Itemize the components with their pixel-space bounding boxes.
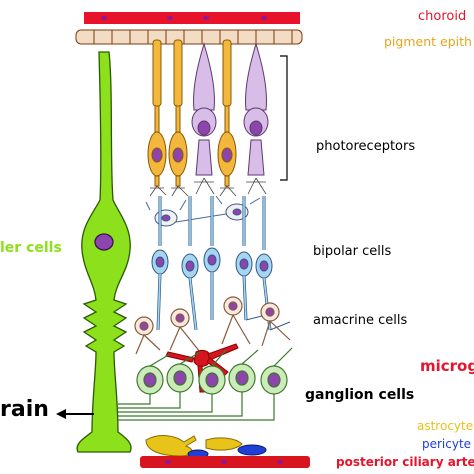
label-pericytes: pericyte	[422, 437, 472, 451]
rod-cell	[168, 39, 188, 187]
label-microglia: microg	[420, 357, 474, 375]
photoreceptor-terminals	[149, 177, 267, 197]
optic-nerve-fibers	[118, 392, 275, 421]
photoreceptors	[147, 39, 269, 197]
label-amacrine-cells: amacrine cells	[313, 313, 408, 328]
label-muller-cells: ler cells	[0, 240, 62, 256]
label-photoreceptors: photoreceptors	[316, 139, 416, 154]
label-ganglion-cells: ganglion cells	[305, 387, 415, 403]
rod-cell	[147, 39, 167, 187]
label-posterior-ciliary-artery: posterior ciliary arter	[336, 455, 474, 469]
amacrine-cells	[134, 296, 291, 355]
label-pigment-epithelium: pigment epith	[384, 34, 472, 49]
posterior-ciliary-artery	[140, 456, 310, 468]
label-brain: rain	[0, 397, 49, 422]
label-choroid: choroid	[418, 9, 467, 24]
pigment-epithelium	[75, 29, 303, 45]
choroid-vessel	[84, 12, 300, 24]
cone-cell	[191, 42, 217, 176]
bipolar-cells	[151, 196, 291, 331]
to-brain-arrow	[56, 409, 94, 419]
photoreceptor-bracket	[280, 55, 288, 181]
cone-cell	[243, 42, 269, 176]
label-astrocytes: astrocyte	[417, 419, 474, 433]
rod-cell	[217, 39, 237, 187]
label-bipolar-cells: bipolar cells	[313, 244, 392, 259]
muller-cell	[76, 51, 132, 453]
astrocytes	[145, 435, 243, 457]
